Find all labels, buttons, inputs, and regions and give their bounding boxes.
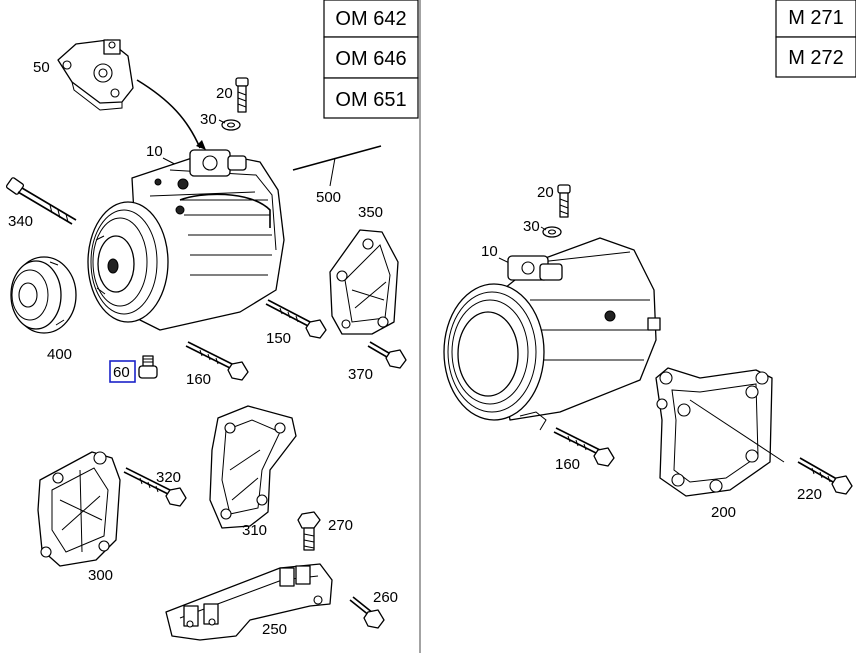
callout-60: 60 (113, 364, 130, 381)
part-270-bolt[interactable] (297, 511, 321, 551)
callout-260: 260 (373, 589, 398, 606)
engine-box-om642[interactable] (323, 0, 419, 38)
engine-label-om646: OM 646 (335, 48, 406, 70)
part-20-bolt[interactable] (235, 77, 249, 113)
part-250-bracket[interactable] (165, 563, 333, 641)
part-320-bolt[interactable] (123, 467, 187, 507)
engine-label-om651: OM 651 (335, 89, 406, 111)
part-400-pulley[interactable] (10, 256, 77, 334)
callout-370: 370 (348, 366, 373, 383)
part-30-washer-right[interactable] (542, 226, 562, 238)
engine-box-om646[interactable] (323, 36, 419, 79)
assembly-arrow (136, 79, 201, 149)
callout-150: 150 (266, 330, 291, 347)
callout-10: 10 (146, 143, 163, 160)
callout-310: 310 (242, 522, 267, 539)
part-350-bracket[interactable] (329, 229, 399, 335)
part-310-bracket[interactable] (209, 405, 297, 529)
callout-160-right: 160 (555, 456, 580, 473)
part-50-flange[interactable] (57, 39, 134, 111)
callout-160: 160 (186, 371, 211, 388)
engine-box-m272[interactable] (775, 36, 856, 78)
engine-variant-table-left: OM 642 OM 646 OM 651 (323, 0, 419, 119)
engine-box-om651[interactable] (323, 77, 419, 119)
callout-30: 30 (200, 111, 217, 128)
engine-box-m271[interactable] (775, 0, 856, 38)
part-10-compressor-right[interactable] (443, 237, 661, 431)
callout-300: 300 (88, 567, 113, 584)
part-300-bracket[interactable] (37, 451, 121, 567)
part-220-bolt[interactable] (797, 457, 853, 495)
part-370-bolt[interactable] (367, 341, 407, 369)
callout-200: 200 (711, 504, 736, 521)
part-500-line[interactable] (292, 145, 382, 171)
callout-320: 320 (156, 469, 181, 486)
highlight-box-60[interactable] (109, 360, 136, 383)
callout-250: 250 (262, 621, 287, 638)
part-340-bolt[interactable] (5, 177, 77, 225)
part-30-washer[interactable] (221, 119, 241, 131)
callout-20-right: 20 (537, 184, 554, 201)
part-160-bolt-right[interactable] (553, 427, 615, 467)
engine-label-m271: M 271 (788, 7, 844, 29)
engine-label-om642: OM 642 (335, 8, 406, 30)
callout-220: 220 (797, 486, 822, 503)
callout-30-right: 30 (523, 218, 540, 235)
callout-400: 400 (47, 346, 72, 363)
part-60-plug[interactable] (138, 355, 158, 379)
callout-350: 350 (358, 204, 383, 221)
callout-270: 270 (328, 517, 353, 534)
part-150-bolt[interactable] (265, 299, 327, 339)
callout-500: 500 (316, 189, 341, 206)
part-260-bolt[interactable] (349, 596, 385, 629)
callout-340: 340 (8, 213, 33, 230)
part-20-bolt-right[interactable] (557, 184, 571, 218)
engine-variant-table-right: M 271 M 272 (775, 0, 856, 78)
part-200-bracket[interactable] (655, 367, 773, 497)
part-10-compressor[interactable] (87, 149, 285, 331)
callout-10-right: 10 (481, 243, 498, 260)
leader-line-200 (689, 399, 785, 463)
callout-50: 50 (33, 59, 50, 76)
part-160-bolt[interactable] (185, 341, 249, 381)
callout-20: 20 (216, 85, 233, 102)
engine-label-m272: M 272 (788, 47, 844, 69)
